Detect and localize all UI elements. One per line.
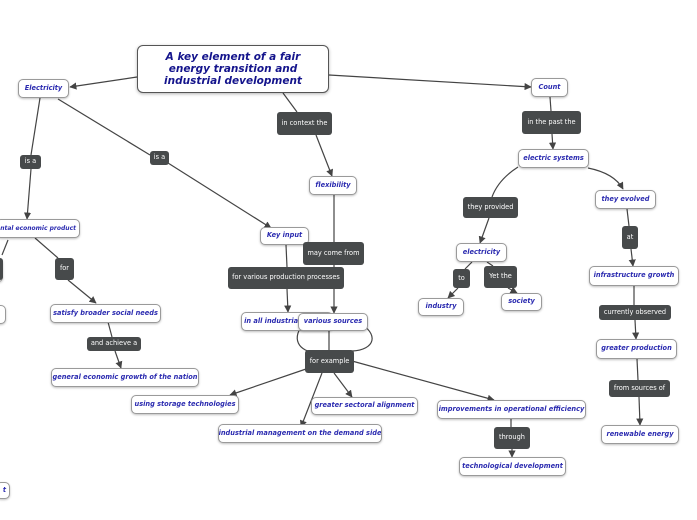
edge-systems-provided — [491, 166, 519, 198]
link-is-a-mid[interactable]: is a — [150, 151, 169, 165]
link-through[interactable]: through — [494, 427, 530, 449]
edge-past-systems — [548, 133, 557, 150]
edge-electricity-isa-mid — [57, 98, 151, 156]
edge-evolved-at — [626, 208, 630, 227]
link-for-example[interactable]: for example — [305, 350, 354, 373]
edge-social-achieve — [107, 321, 113, 338]
node-demand-side[interactable]: industrial management on the demand side — [218, 424, 382, 443]
edge-keyinput-processes — [285, 244, 288, 268]
node-sectoral-alignment[interactable]: greater sectoral alignment — [311, 397, 418, 415]
edge-example-storage — [229, 368, 307, 397]
edge-production-from — [636, 358, 639, 381]
node-technological-development[interactable]: technological development — [459, 457, 566, 476]
link-they-provided[interactable]: they provided — [463, 197, 518, 218]
edge-provided-electricity — [478, 217, 490, 244]
node-electricity[interactable]: Electricity — [18, 79, 69, 98]
link-yet-the[interactable]: Yet the — [484, 266, 517, 288]
edge-main-electricity — [69, 76, 138, 90]
edge-main-context — [282, 92, 298, 113]
edge-electricity-yet — [486, 261, 494, 267]
node-storage-technologies[interactable]: using storage technologies — [131, 395, 239, 414]
main-topic-node[interactable]: A key element of a fair energy transitio… — [137, 45, 329, 93]
link-in-context-the[interactable]: in context the — [277, 112, 332, 135]
edge-observed-production — [632, 319, 640, 340]
link-for[interactable]: for — [55, 258, 74, 280]
edge-example-efficiency — [351, 360, 495, 402]
node-general-growth[interactable]: general economic growth of the nation — [51, 368, 199, 387]
edge-to-industry — [447, 287, 459, 299]
edge-systems-evolved — [587, 167, 624, 190]
node-operational-efficiency[interactable]: improvements in operational efficiency — [437, 400, 586, 419]
edge-product-cut — [1, 239, 9, 256]
edge-electricity-isa-left — [30, 97, 41, 156]
link-at[interactable]: at — [622, 226, 638, 249]
link-may-come-from[interactable]: may come from — [303, 242, 364, 265]
edge-yet-society — [507, 286, 518, 294]
node-various-sources[interactable]: various sources — [298, 313, 368, 331]
node-key-input[interactable]: Key input — [260, 227, 309, 245]
edge-electricity-to — [464, 261, 473, 270]
node-economic-product[interactable]: ental economic product — [0, 219, 80, 238]
edge-product-for — [34, 237, 59, 259]
node-society[interactable]: society — [501, 293, 542, 311]
node-infrastructure-growth[interactable]: infrastructure growth — [589, 266, 679, 286]
edge-count-past — [549, 96, 552, 112]
link-is-a-left[interactable]: is a — [20, 155, 41, 169]
edge-main-count — [328, 74, 532, 91]
node-renewable-energy[interactable]: renewable energy — [601, 425, 679, 444]
node-electricity-lower[interactable]: electricity — [456, 243, 507, 262]
link-for-various-processes[interactable]: for various production processes — [228, 267, 344, 289]
node-greater-production[interactable]: greater production — [596, 339, 677, 359]
node-industry[interactable]: industry — [418, 298, 464, 316]
edge-example-alignment — [333, 372, 353, 398]
link-in-the-past-the[interactable]: in the past the — [522, 111, 581, 134]
node-count[interactable]: Count — [531, 78, 568, 97]
node-flexibility[interactable]: flexibility — [309, 176, 357, 195]
node-they-evolved[interactable]: they evolved — [595, 190, 656, 209]
node-satisfy-social-needs[interactable]: satisfy broader social needs — [50, 304, 161, 323]
edge-from-renewable — [636, 396, 644, 426]
edge-context-flex — [315, 134, 333, 177]
link-currently-observed[interactable]: currently observed — [599, 305, 671, 320]
edge-isa-mid-keyinput — [167, 162, 272, 229]
link-from-sources-of[interactable]: from sources of — [609, 380, 670, 397]
node-cut-left-2[interactable] — [0, 305, 6, 324]
edge-achieve-growth — [114, 350, 123, 369]
link-to[interactable]: to — [453, 269, 470, 288]
node-electric-systems[interactable]: electric systems — [518, 149, 589, 168]
link-and-achieve-a[interactable]: and achieve a — [87, 337, 141, 351]
edge-isa-left-product — [23, 168, 32, 220]
edge-for-social — [67, 279, 97, 304]
node-cut-bottom[interactable]: t — [0, 482, 10, 499]
link-cut-left[interactable] — [0, 258, 3, 280]
edge-processes-sectors — [284, 288, 292, 313]
edge-at-infrastructure — [628, 248, 636, 267]
